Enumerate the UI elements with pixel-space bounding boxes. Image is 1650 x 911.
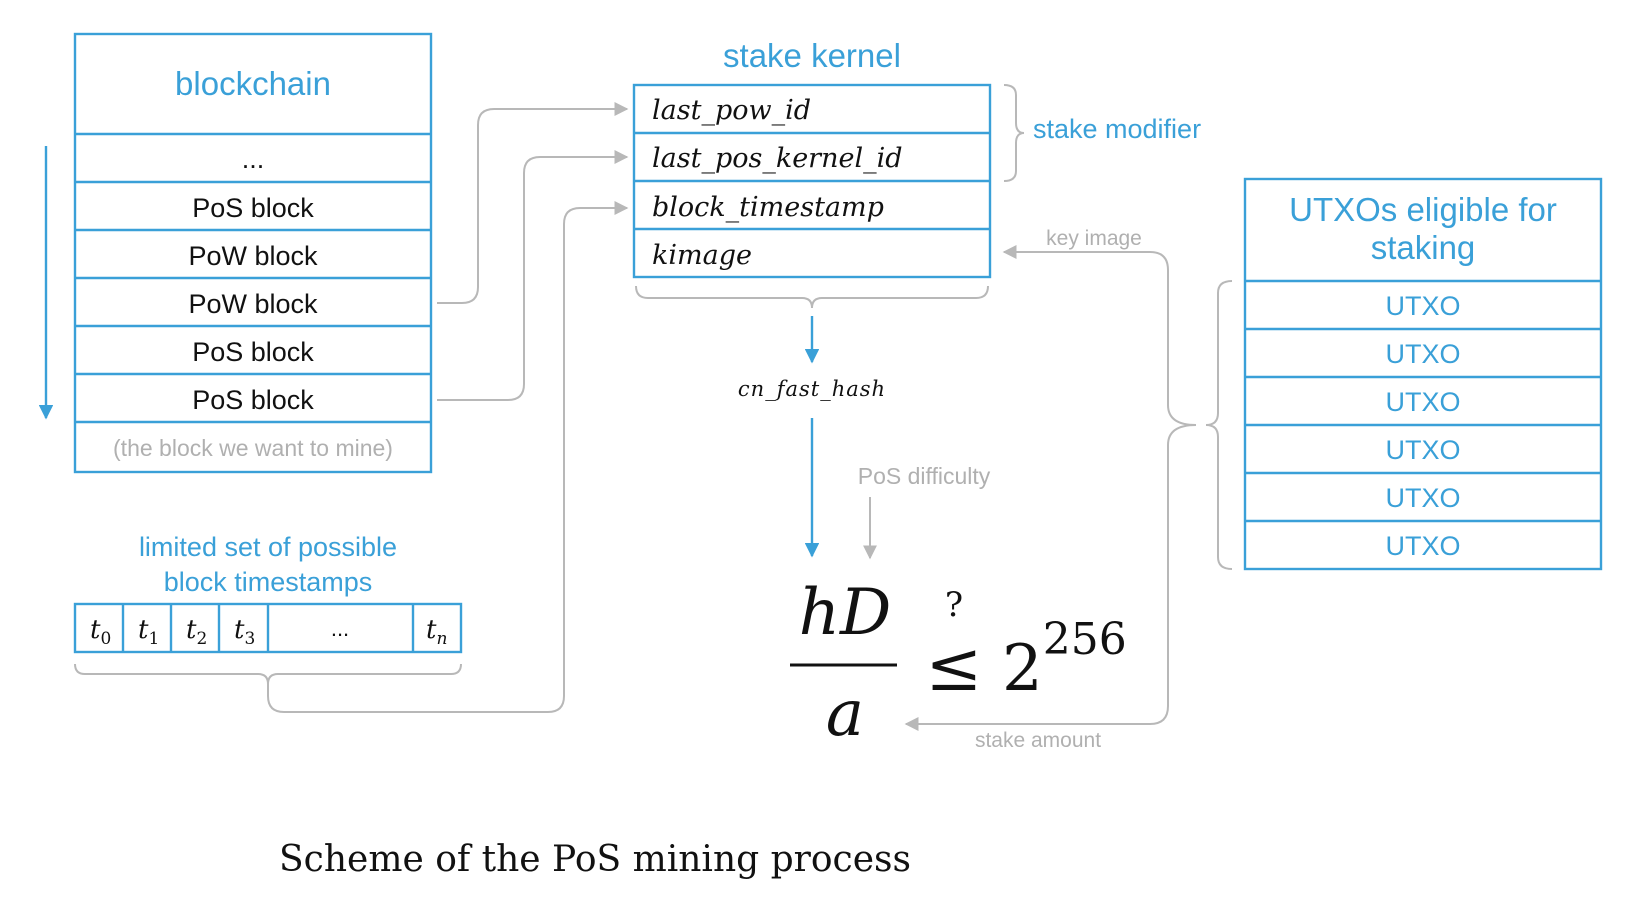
blockchain-row: ... [242,144,265,174]
connector-stake-amount [904,424,1197,731]
blockchain-table: blockchain ... PoS block PoW block PoW b… [73,32,433,474]
kernel-field: kimage [652,240,752,271]
utxo-item: UTXO [1385,483,1460,513]
formula-relation: ≤ [926,628,983,707]
connector-pow-block [437,102,629,304]
utxo-item: UTXO [1385,291,1460,321]
blockchain-title: blockchain [175,65,331,102]
blockchain-row: PoS block [192,193,314,223]
kernel-bottom-brace [635,285,989,309]
timestamp-cell: tn [426,615,447,649]
formula-rhs: 2256 [1002,614,1127,706]
timestamp-cell-ellipsis: ... [331,616,349,641]
utxo-brace [1205,280,1233,570]
pos-inequality-formula: hD a ? ≤ 2256 [790,576,1127,751]
timestamps-group: limited set of possible block timestamps… [73,532,463,685]
formula-denominator: a [826,677,864,751]
stake-kernel-title: stake kernel [723,37,901,74]
blockchain-pending-row: (the block we want to mine) [113,435,393,461]
kernel-field: last_pos_kernel_id [652,143,903,174]
figure-caption: Scheme of the PoS mining process [279,839,911,880]
key-image-label: key image [1046,227,1142,250]
connector-key-image [1002,245,1197,426]
stake-amount-label: stake amount [975,729,1101,752]
timestamps-brace [74,663,462,685]
hash-function-label: cn_fast_hash [738,377,886,401]
utxo-table: UTXOs eligible for staking UTXO UTXO UTX… [1205,177,1603,571]
blockchain-row: PoW block [188,241,318,271]
stake-modifier-label: stake modifier [1033,114,1201,144]
timestamps-title-line2: block timestamps [164,567,373,597]
connector-pos-block [437,150,629,401]
utxo-item: UTXO [1385,435,1460,465]
stake-modifier-brace [1003,84,1025,182]
blockchain-row: PoS block [192,337,314,367]
utxo-title-line2: staking [1371,229,1476,266]
utxo-item: UTXO [1385,531,1460,561]
utxo-title-line1: UTXOs eligible for [1289,191,1557,228]
timestamp-cell: t0 [90,615,111,649]
stake-kernel: stake kernel last_pow_id last_pos_kernel… [632,37,1201,309]
blockchain-row: PoW block [188,289,318,319]
utxo-item: UTXO [1385,339,1460,369]
kernel-field: last_pow_id [652,95,811,126]
connector-timestamps [267,201,629,713]
timestamp-cell: t1 [138,615,159,649]
timestamp-cell: t3 [234,615,255,649]
timestamp-cell: t2 [186,615,207,649]
utxo-item: UTXO [1385,387,1460,417]
kernel-field: block_timestamp [652,192,884,223]
timestamps-title-line1: limited set of possible [139,532,397,562]
formula-question-mark: ? [945,585,963,625]
formula-numerator: hD [799,576,892,650]
pos-difficulty-label: PoS difficulty [858,463,991,489]
blockchain-row: PoS block [192,385,314,415]
